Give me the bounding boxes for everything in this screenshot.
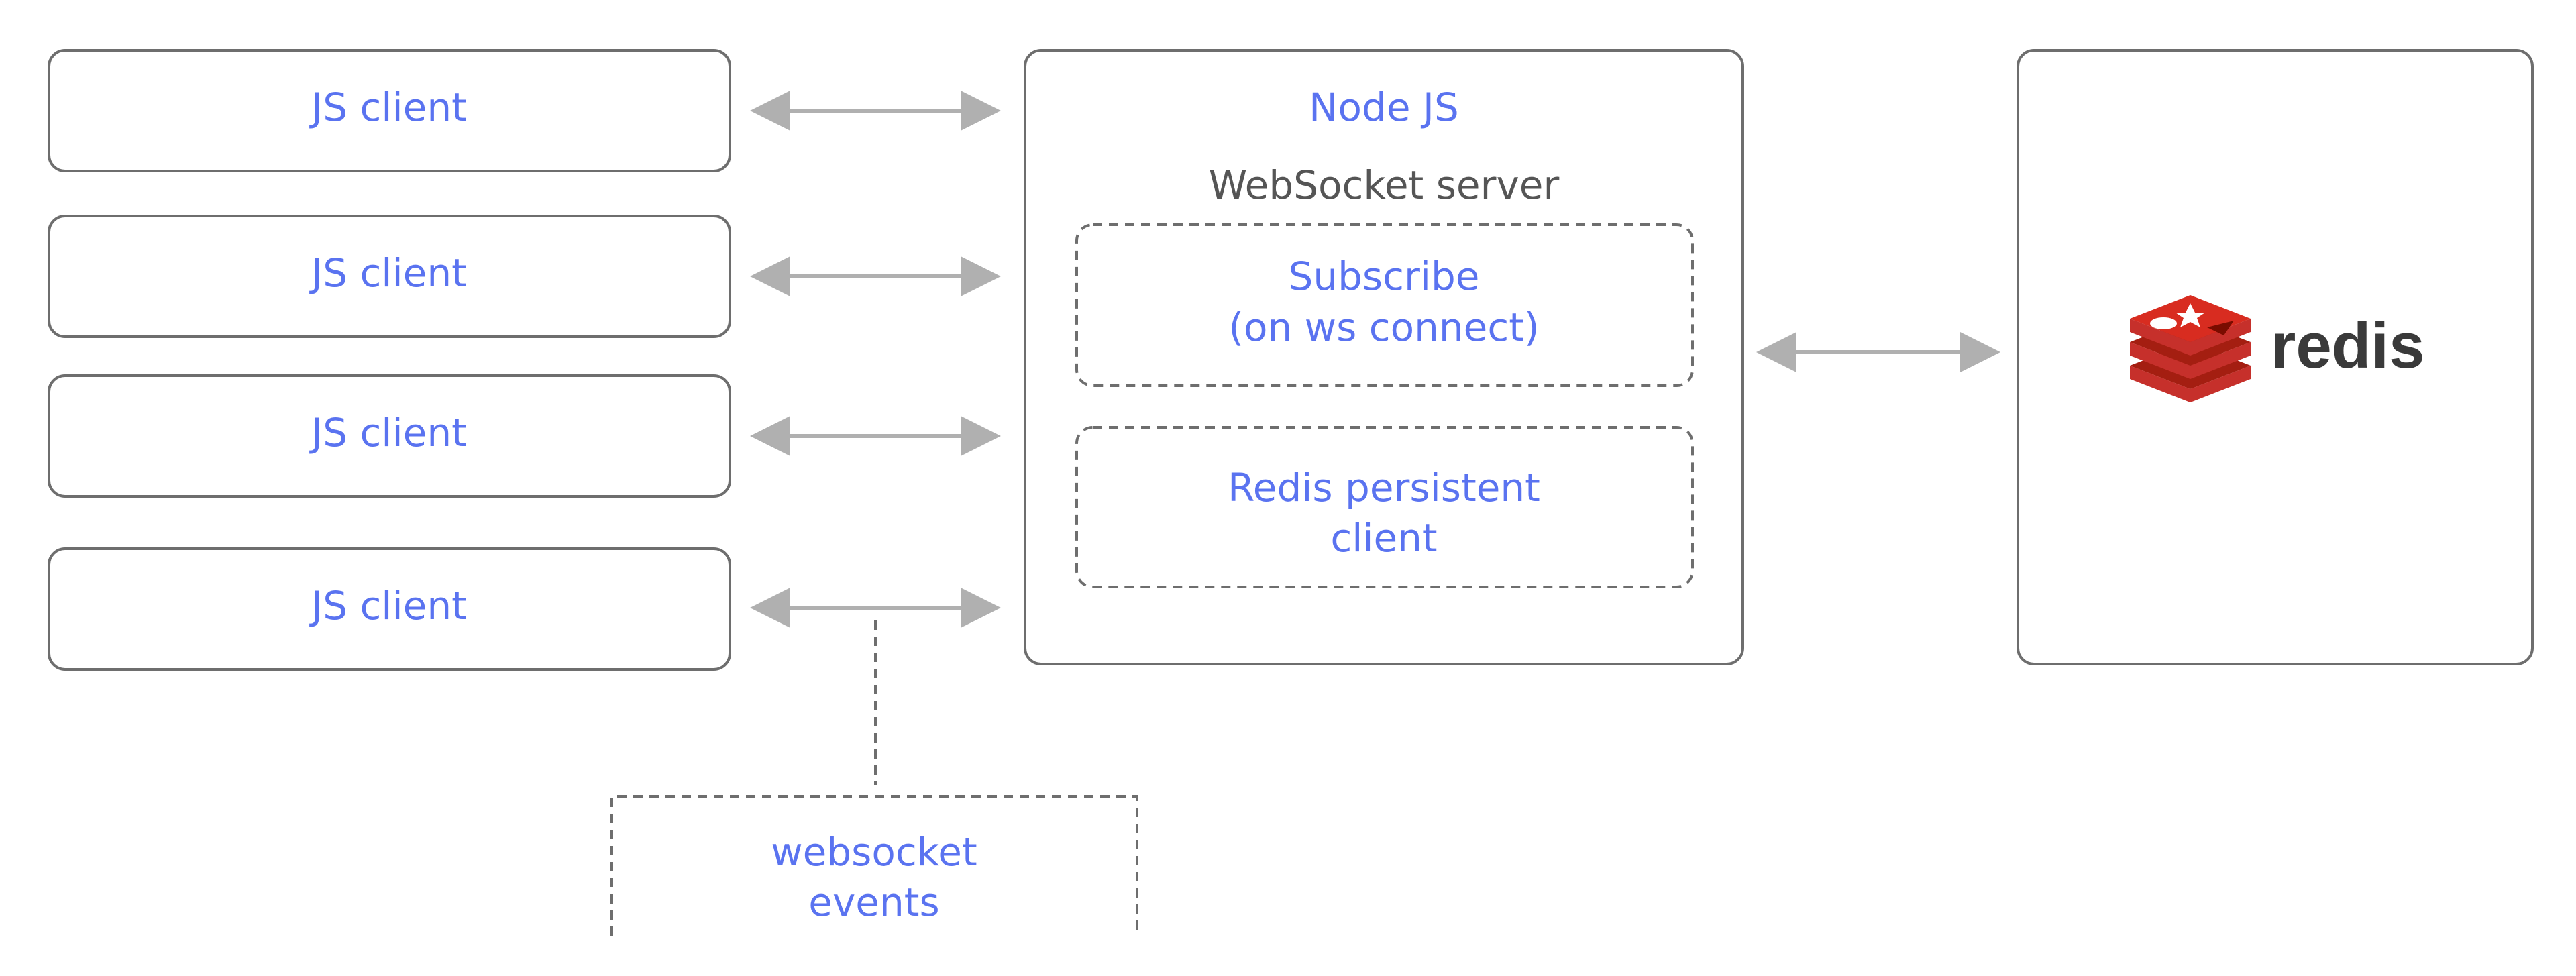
redis-logo-icon [2130, 295, 2251, 402]
events-label: websocket [771, 829, 977, 875]
events-sublabel: events [808, 879, 939, 925]
redis-box: redis [2017, 49, 2534, 665]
server-subtitle: WebSocket server [1209, 162, 1560, 208]
js-client-box-2: JS client [48, 215, 731, 338]
node-js-server-box: Node JS WebSocket server Subscribe (on w… [1024, 49, 1744, 665]
websocket-events-box: websocket events [610, 795, 1138, 936]
js-client-label: JS client [309, 410, 467, 455]
persistent-client-label: Redis persistent [1228, 465, 1540, 510]
persistent-client-sublabel: client [1330, 515, 1437, 561]
js-client-box-1: JS client [48, 49, 731, 172]
server-title: Node JS [1309, 85, 1459, 130]
subscribe-box: Subscribe (on ws connect) [1075, 223, 1694, 387]
redis-persistent-client-box: Redis persistent client [1075, 426, 1694, 588]
subscribe-label: Subscribe [1289, 254, 1480, 299]
js-client-label: JS client [309, 250, 467, 296]
js-client-label: JS client [309, 85, 467, 130]
js-client-box-4: JS client [48, 547, 731, 671]
js-client-box-3: JS client [48, 374, 731, 498]
subscribe-sublabel: (on ws connect) [1228, 305, 1539, 350]
redis-logo-text: redis [2271, 310, 2424, 382]
js-client-label: JS client [309, 583, 467, 629]
